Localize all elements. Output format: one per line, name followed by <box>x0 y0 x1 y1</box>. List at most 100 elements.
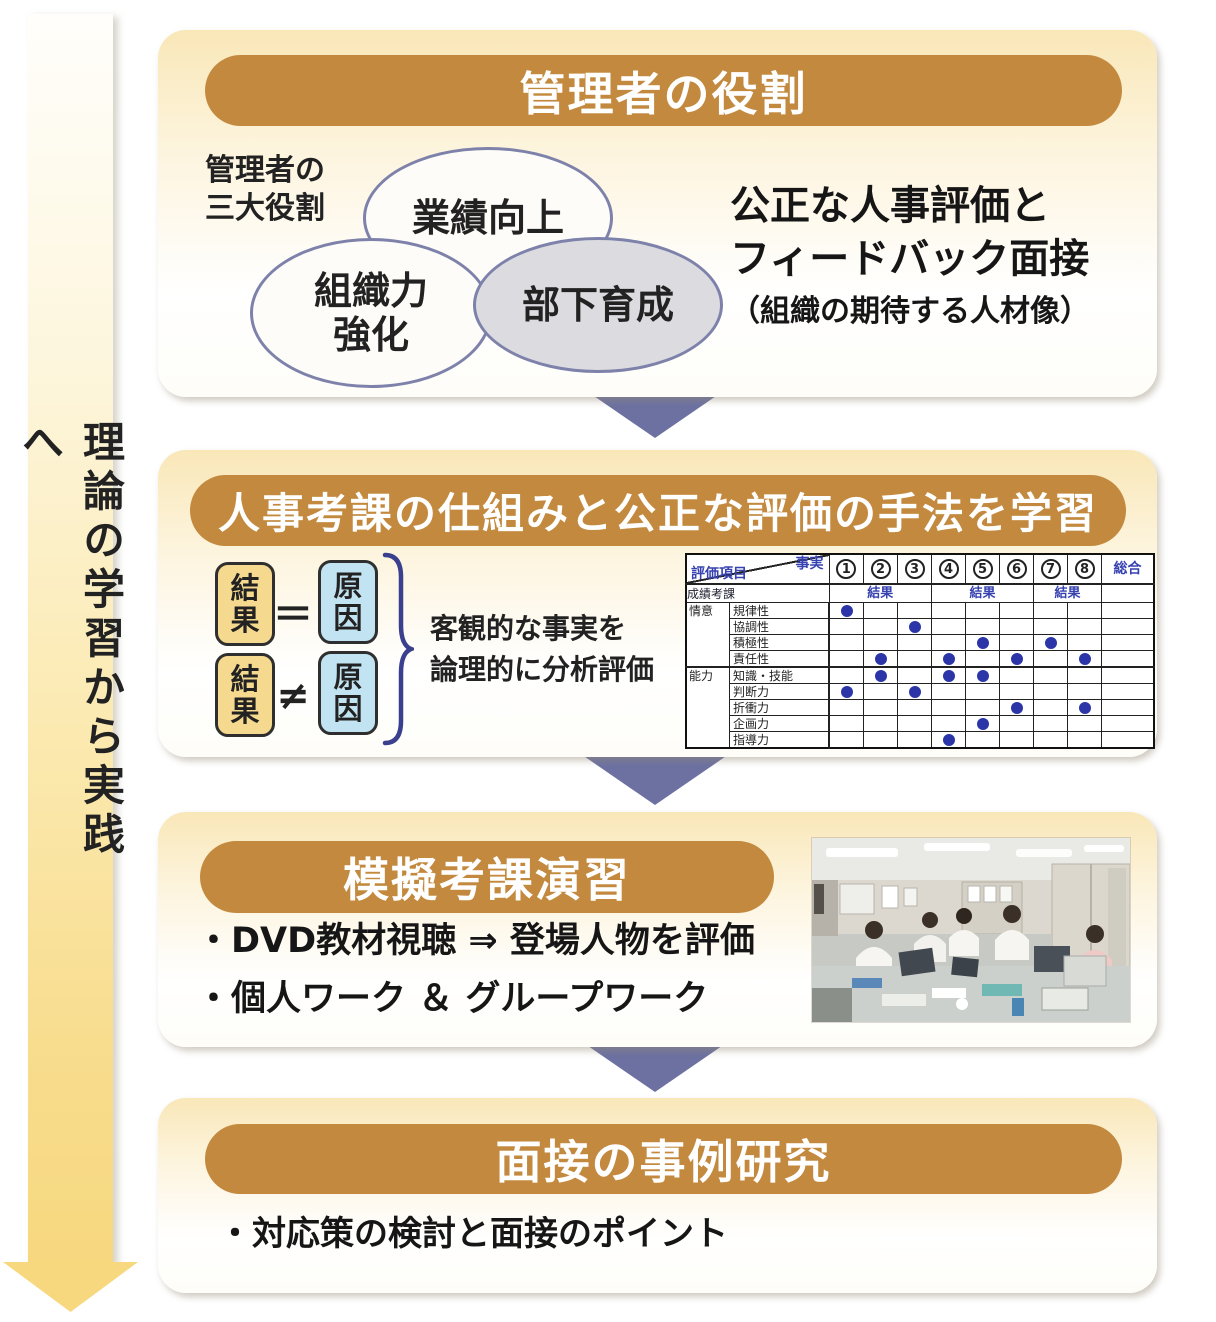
table-cell <box>828 715 864 732</box>
panel3-title: 模擬考課演習 <box>343 853 631 907</box>
evaluation-dot-icon <box>1078 701 1091 714</box>
table-cell <box>863 650 898 668</box>
evaluation-dot-icon <box>976 717 989 730</box>
venn-ellipse-development-label: 部下育成 <box>521 283 674 327</box>
circled-number-icon: 3 <box>904 559 925 579</box>
table-total-cell <box>1101 666 1155 684</box>
table-category-2: 能力 <box>685 666 730 749</box>
table-cell <box>999 715 1034 732</box>
table-total-cell <box>1101 683 1155 700</box>
panel1-right-line2: フィードバック面接 <box>730 236 1090 282</box>
table-total-cell <box>1101 618 1155 635</box>
table-cell <box>1033 618 1068 635</box>
circled-number-icon: 7 <box>1040 559 1061 579</box>
panel2-caption-line2: 論理的に分析評価 <box>430 653 655 686</box>
evaluation-dot-icon <box>1044 636 1057 649</box>
venn-ellipse-organization-label: 組織力 強化 <box>313 269 428 357</box>
panel1-right-text: 公正な人事評価と フィードバック面接 （組織の期待する人材像） <box>730 180 1160 332</box>
table-cell <box>897 731 932 749</box>
table-cell <box>897 650 932 668</box>
result-box-1: 結果 <box>215 562 275 646</box>
table-cell <box>897 618 932 635</box>
evaluation-dot-icon <box>976 636 989 649</box>
panel3-bullets: ・DVD教材視聴 ⇒ 登場人物を評価 ・個人ワーク ＆ グループワーク <box>196 912 816 1028</box>
table-cell <box>863 602 898 619</box>
table-cell <box>1067 634 1102 651</box>
table-cell <box>999 634 1034 651</box>
table-total-cell <box>1101 699 1155 716</box>
table-total-header: 総合 <box>1101 553 1155 585</box>
not-equals-sign: ≠ <box>276 673 310 719</box>
table-cell <box>999 683 1034 700</box>
panel1-title: 管理者の役割 <box>519 66 808 121</box>
table-cell <box>931 699 966 716</box>
circled-number-icon: 4 <box>938 559 959 579</box>
table-cell <box>999 699 1034 716</box>
table-cell <box>965 731 1000 749</box>
table-total-empty <box>1101 583 1155 603</box>
evaluation-dot-icon <box>908 685 921 698</box>
table-total-cell <box>1101 731 1155 749</box>
evaluation-dot-icon <box>840 685 853 698</box>
table-total-cell <box>1101 602 1155 619</box>
panel-interview-case-study: 面接の事例研究 ・対応策の検討と面接のポイント <box>158 1098 1157 1293</box>
table-cell <box>965 650 1000 668</box>
venn-caption: 管理者の 三大役割 <box>205 152 325 228</box>
flow-arrow-head-icon <box>3 1262 138 1312</box>
table-cell <box>1067 602 1102 619</box>
table-item-label: 企画力 <box>729 715 830 732</box>
table-cell <box>897 634 932 651</box>
table-cell <box>828 618 864 635</box>
table-total-cell <box>1101 634 1155 651</box>
table-cell <box>1067 683 1102 700</box>
evaluation-dot-icon <box>874 669 887 682</box>
panel1-title-pill: 管理者の役割 <box>205 55 1122 126</box>
table-cell <box>1033 634 1068 651</box>
table-item-label: 折衝力 <box>729 699 830 716</box>
evaluation-dot-icon <box>1078 652 1091 665</box>
table-cell <box>828 699 864 716</box>
cause-box-2: 原因 <box>318 651 378 735</box>
table-cell <box>828 650 864 668</box>
table-cell <box>1033 602 1068 619</box>
table-cell <box>897 602 932 619</box>
table-col-header-7: 7 <box>1033 553 1068 585</box>
venn-ellipse-development: 部下育成 <box>473 237 723 373</box>
table-total-cell <box>1101 715 1155 732</box>
table-cell <box>828 683 864 700</box>
table-col-header-1: 1 <box>828 553 864 585</box>
panel3-bullet-2: ・個人ワーク ＆ グループワーク <box>196 979 709 1019</box>
evaluation-dot-icon <box>942 733 955 746</box>
table-result-group-2: 結果 <box>931 583 1034 603</box>
table-cell <box>1067 731 1102 749</box>
circled-number-icon: 2 <box>870 559 891 579</box>
table-col-header-6: 6 <box>999 553 1034 585</box>
table-cell <box>897 715 932 732</box>
equals-sign: ＝ <box>273 592 313 638</box>
table-cell <box>1033 731 1068 749</box>
down-arrow-connector-2 <box>575 750 735 805</box>
table-cell <box>897 699 932 716</box>
table-cell <box>965 634 1000 651</box>
table-cell <box>999 602 1034 619</box>
table-item-label: 責任性 <box>729 650 830 668</box>
table-cell <box>999 731 1034 749</box>
table-item-label: 積極性 <box>729 634 830 651</box>
table-cell <box>931 634 966 651</box>
curly-brace-icon <box>382 552 414 746</box>
table-cell <box>931 715 966 732</box>
table-cell <box>897 683 932 700</box>
panel-mock-exercise: 模擬考課演習 ・DVD教材視聴 ⇒ 登場人物を評価 ・個人ワーク ＆ グループワ… <box>158 812 1157 1047</box>
evaluation-dot-icon <box>1010 701 1023 714</box>
table-cell <box>828 634 864 651</box>
table-col-header-3: 3 <box>897 553 932 585</box>
table-cell <box>931 650 966 668</box>
table-cell <box>863 634 898 651</box>
flow-arrow-shaft <box>28 14 113 1264</box>
table-col-header-8: 8 <box>1067 553 1102 585</box>
panel1-right-line3: （組織の期待する人材像） <box>730 294 1090 329</box>
table-cell <box>999 618 1034 635</box>
evaluation-dot-icon <box>840 604 853 617</box>
table-item-label: 知識・技能 <box>729 666 830 684</box>
